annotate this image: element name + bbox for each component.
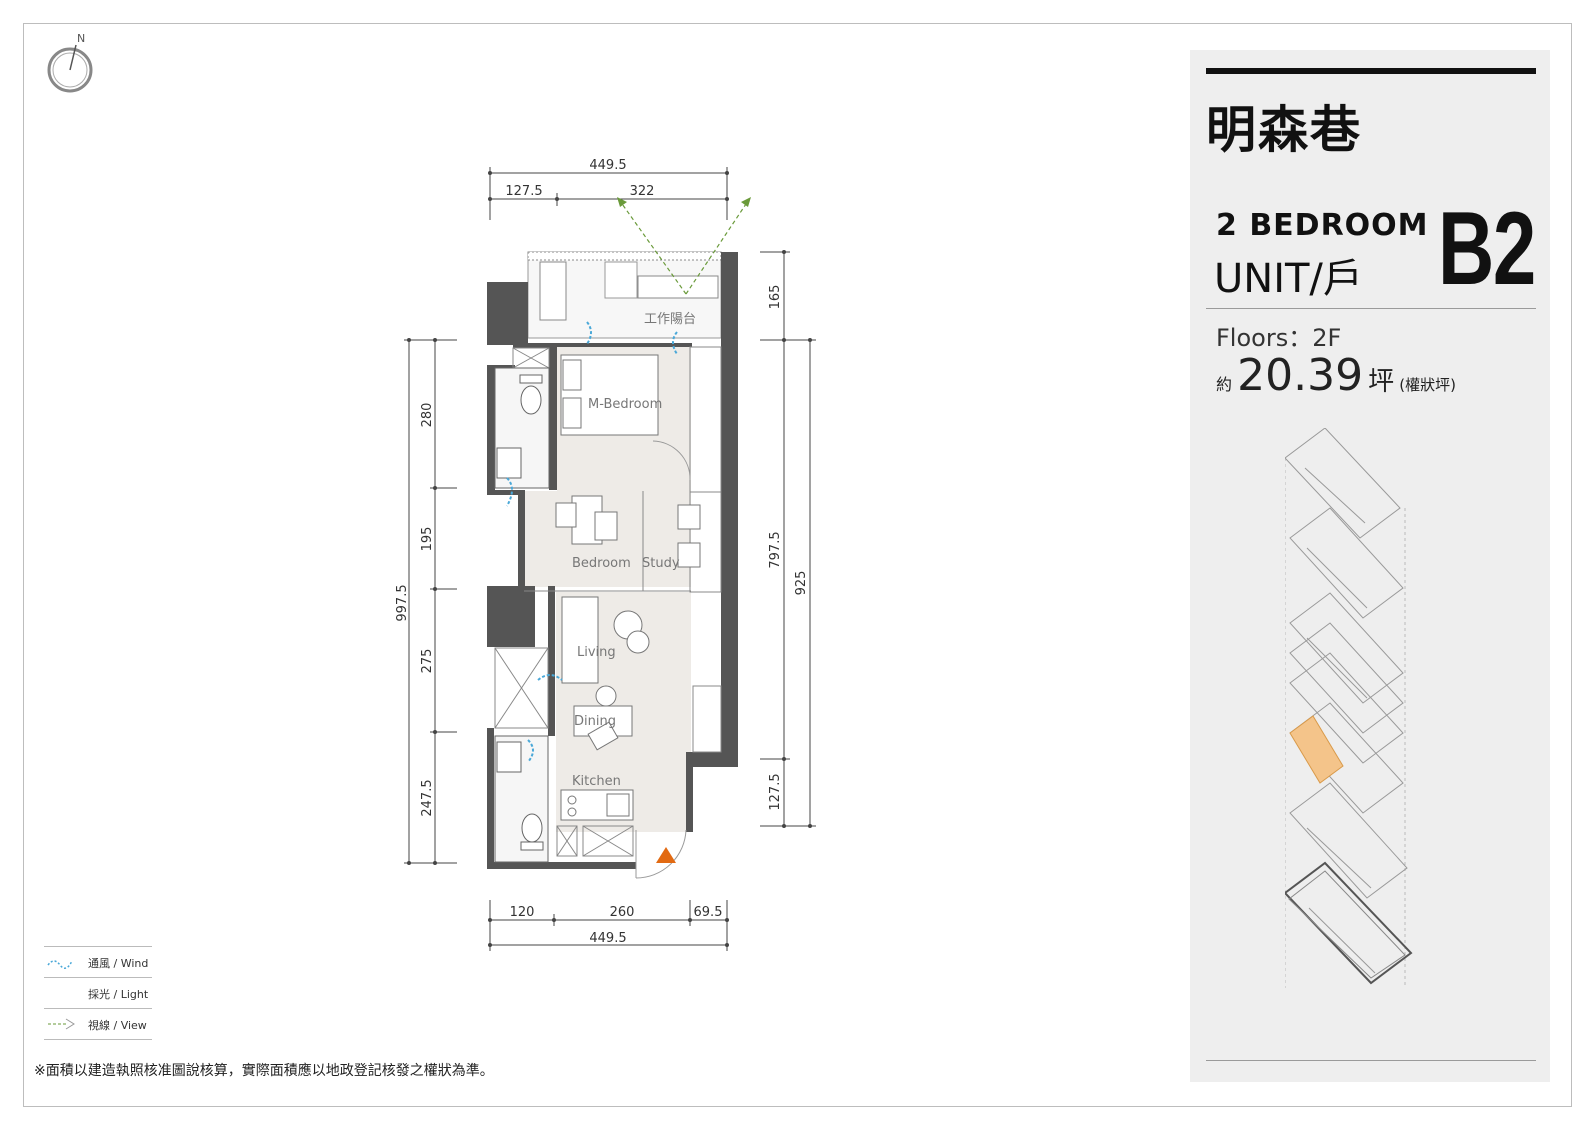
legend-view-label: 視線 / View [88, 1019, 147, 1032]
panel-top-bar [1206, 68, 1536, 74]
view-lines [619, 200, 749, 295]
dim-bottom-total: 449.5 [589, 931, 626, 946]
room-living: Living [577, 645, 616, 660]
wind-icon [47, 960, 73, 969]
north-label: N [77, 32, 85, 45]
entry-marker-icon [656, 847, 676, 863]
bedroom-label: 2 BEDROOM [1216, 208, 1429, 243]
legend-light: 採光 / Light [44, 977, 152, 1008]
wind-arrows [506, 321, 678, 763]
unit-label: UNIT/戶 [1214, 256, 1363, 302]
room-bedroom: Bedroom [572, 556, 631, 571]
building-key-plan [1285, 428, 1413, 988]
room-balcony: 工作陽台 [644, 312, 696, 327]
floors-label: Floors：2F [1216, 324, 1342, 352]
project-title: 明森巷 [1206, 101, 1362, 159]
dim-left-total: 997.5 [395, 584, 410, 621]
unit-code: B2 [1438, 191, 1536, 307]
legend-wind-label: 通風 / Wind [88, 957, 149, 970]
room-dining: Dining [574, 714, 616, 729]
unit-info-panel: 明森巷 2 BEDROOM UNIT/戶 B2 Floors：2F 約 20.3… [1190, 50, 1550, 1082]
area-unit: 坪 [1368, 367, 1395, 397]
area-note: (權狀坪) [1399, 376, 1456, 394]
view-icon [48, 1018, 75, 1030]
legend-view: 視線 / View [44, 1008, 152, 1040]
area-readout: 約 20.39 坪 (權狀坪) [1216, 350, 1456, 401]
legend: 通風 / Wind 採光 / Light 視線 / View [44, 946, 152, 1040]
footnote: ※面積以建造執照核准圖說核算，實際面積應以地政登記核發之權狀為準。 [34, 1063, 494, 1079]
dim-top-total: 449.5 [589, 158, 626, 173]
dim-bottom-left: 120 [510, 905, 535, 920]
divider [1206, 308, 1536, 309]
dim-top-right: 322 [630, 184, 655, 199]
dim-right-top: 165 [768, 285, 783, 310]
dim-bottom-right: 69.5 [694, 905, 723, 920]
room-study: Study [642, 556, 680, 571]
legend-wind: 通風 / Wind [44, 946, 152, 977]
dim-right-total: 925 [794, 571, 809, 596]
dim-left-4: 247.5 [420, 779, 435, 816]
dim-bottom-mid: 260 [610, 905, 635, 920]
dim-left-2: 195 [420, 527, 435, 552]
dim-right-mid: 797.5 [768, 531, 783, 568]
room-master-bedroom: M-Bedroom [588, 397, 662, 412]
walls [487, 252, 738, 869]
area-value: 20.39 [1237, 350, 1364, 401]
floor-plan: 449.5 127.5 322 120 260 69.5 449.5 997.5… [395, 158, 816, 951]
divider-bottom [1206, 1060, 1536, 1061]
dim-left-3: 275 [420, 649, 435, 674]
dim-top-left: 127.5 [505, 184, 542, 199]
dim-right-bottom: 127.5 [768, 773, 783, 810]
compass-icon: N [47, 32, 93, 93]
unit-highlight [1289, 715, 1344, 784]
room-kitchen: Kitchen [572, 774, 621, 789]
page-frame [23, 23, 1572, 1107]
legend-light-label: 採光 / Light [88, 988, 149, 1001]
area-prefix: 約 [1216, 375, 1233, 394]
dim-left-1: 280 [420, 403, 435, 428]
